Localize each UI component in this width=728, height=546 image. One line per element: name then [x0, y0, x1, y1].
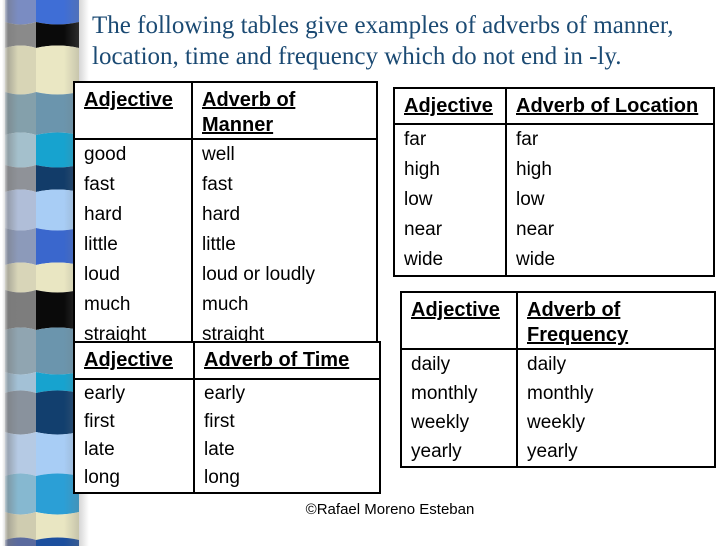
- table-cell: yearly: [516, 437, 715, 467]
- table-row: high high: [394, 155, 714, 185]
- table-cell: wide: [404, 249, 444, 270]
- table-row: loud loud or loudly: [74, 260, 377, 290]
- column-header-adverb-of-location: Adverb of Location: [505, 88, 714, 125]
- table-cell: hard: [84, 204, 123, 225]
- table-row: weekly weekly: [401, 408, 715, 437]
- column-header-adjective: Adjective: [74, 342, 194, 380]
- table-row: near near: [394, 215, 714, 245]
- table-cell: straight: [84, 324, 147, 345]
- column-header-adverb-of-frequency: Adverb of Frequency: [516, 292, 715, 350]
- table-cell: long: [84, 467, 120, 488]
- table-row: low low: [394, 185, 714, 215]
- table-header-row: Adjective Adverb of Manner: [74, 82, 377, 140]
- table-row: far far: [394, 124, 714, 155]
- copyright-text: ©Rafael Moreno Esteban: [305, 501, 475, 518]
- table-row: little little: [74, 230, 377, 260]
- table-cell: wide: [505, 245, 714, 276]
- table-row: hard hard: [74, 200, 377, 230]
- table-cell: late: [193, 436, 380, 464]
- table-cell: little: [84, 234, 118, 255]
- table-cell: much: [191, 290, 377, 320]
- table-cell: monthly: [516, 379, 715, 408]
- table-cell: monthly: [411, 382, 478, 404]
- table-cell: far: [505, 124, 714, 155]
- table-cell: daily: [411, 353, 451, 375]
- table-cell: early: [84, 383, 126, 404]
- table-header-row: Adjective Adverb of Time: [74, 342, 380, 380]
- table-cell: loud: [84, 264, 120, 285]
- table-cell: first: [84, 411, 115, 432]
- table-cell: little: [191, 230, 377, 260]
- table-row: late late: [74, 436, 380, 464]
- table-cell: fast: [191, 170, 377, 200]
- table-cell: long: [193, 464, 380, 493]
- table-header-row: Adjective Adverb of Location: [394, 88, 714, 125]
- table-row: early early: [74, 379, 380, 408]
- table-row: yearly yearly: [401, 437, 715, 467]
- table-cell: early: [193, 379, 380, 408]
- table-row: good well: [74, 139, 377, 170]
- table-cell: near: [404, 219, 443, 240]
- table-row: much much: [74, 290, 377, 320]
- column-header-adverb-of-time: Adverb of Time: [193, 342, 380, 380]
- table-cell: far: [404, 129, 427, 150]
- table-cell: first: [193, 408, 380, 436]
- table-cell: late: [84, 439, 115, 460]
- table-cell: low: [404, 189, 433, 210]
- table-cell: high: [404, 159, 440, 180]
- column-header-adjective: Adjective: [401, 292, 517, 350]
- table-cell: well: [191, 139, 377, 170]
- table-cell: good: [84, 144, 127, 165]
- column-header-adjective: Adjective: [394, 88, 506, 125]
- table-row: long long: [74, 464, 380, 493]
- table-cell: daily: [516, 349, 715, 379]
- table-cell: much: [84, 294, 131, 315]
- table-cell: fast: [84, 174, 115, 195]
- slide-title: The following tables give examples of ad…: [92, 12, 674, 70]
- table-row: first first: [74, 408, 380, 436]
- table-cell: weekly: [516, 408, 715, 437]
- table-cell: yearly: [411, 440, 462, 462]
- table-cell: hard: [191, 200, 377, 230]
- table-row: fast fast: [74, 170, 377, 200]
- table-cell: high: [505, 155, 714, 185]
- table-header-row: Adjective Adverb of Frequency: [401, 292, 715, 350]
- table-cell: loud or loudly: [191, 260, 377, 290]
- table-row: wide wide: [394, 245, 714, 276]
- column-header-adverb-of-manner: Adverb of Manner: [191, 82, 377, 140]
- table-cell: near: [505, 215, 714, 245]
- column-header-adjective: Adjective: [74, 82, 192, 140]
- table-row: daily daily: [401, 349, 715, 379]
- table-cell: low: [505, 185, 714, 215]
- table-cell: weekly: [411, 411, 470, 433]
- table-row: monthly monthly: [401, 379, 715, 408]
